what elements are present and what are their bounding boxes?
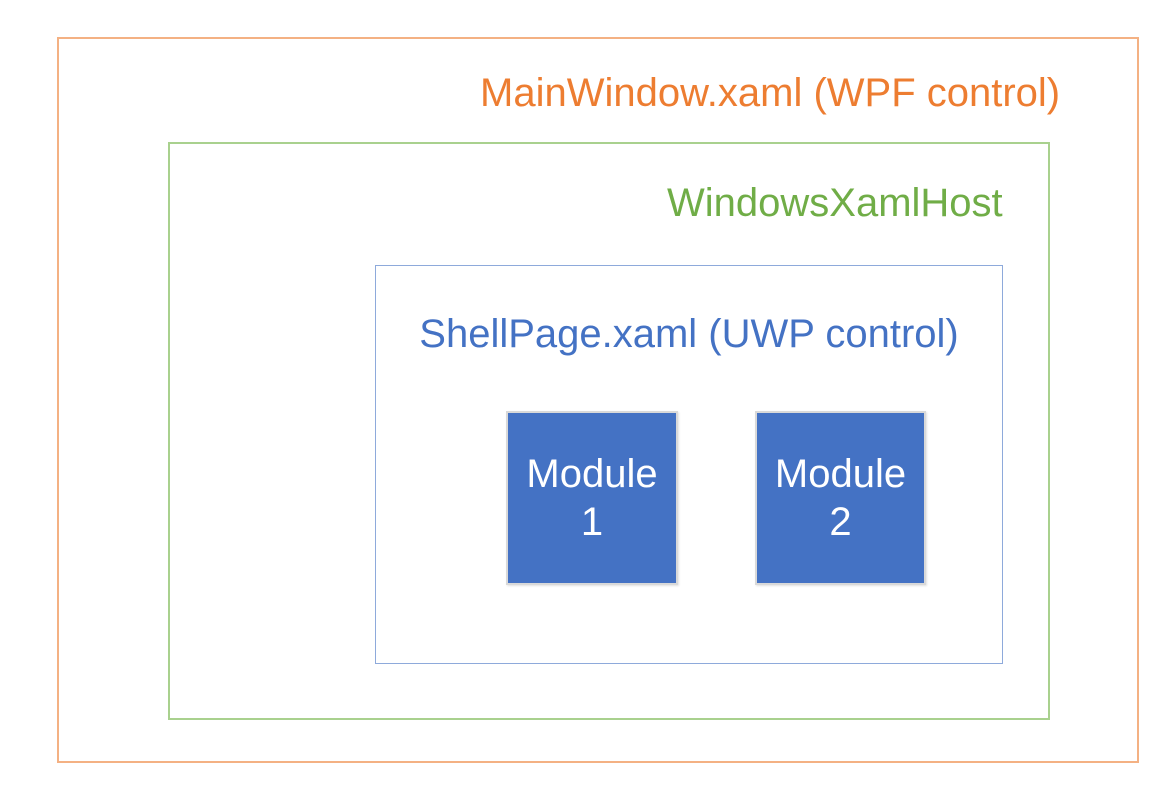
module-1-label-line1: Module	[526, 452, 658, 496]
mainwindow-wpf-label: MainWindow.xaml (WPF control)	[480, 71, 1061, 115]
windows-xaml-host-label: WindowsXamlHost	[667, 181, 1003, 225]
windows-xaml-host-box: WindowsXamlHost ShellPage.xaml (UWP cont…	[168, 142, 1050, 720]
module-2-box: Module 2	[755, 411, 926, 585]
module-1-box: Module 1	[506, 411, 678, 585]
module-2-label-line1: Module	[774, 452, 907, 496]
mainwindow-wpf-box: MainWindow.xaml (WPF control) WindowsXam…	[57, 37, 1139, 763]
shellpage-uwp-box: ShellPage.xaml (UWP control) Module 1 Mo…	[375, 265, 1003, 664]
module-2-label-line2: 2	[829, 500, 852, 544]
shellpage-uwp-label: ShellPage.xaml (UWP control)	[419, 312, 959, 356]
module-1-label-line2: 1	[580, 500, 604, 544]
